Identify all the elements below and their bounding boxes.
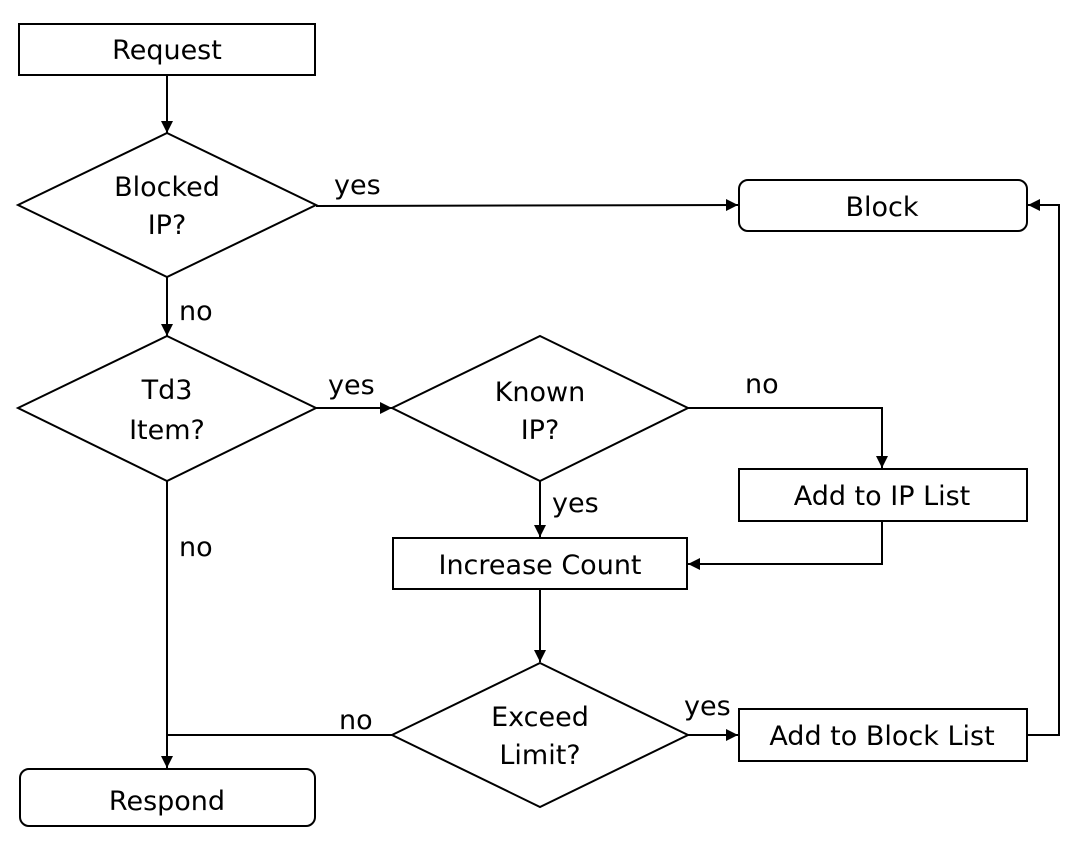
decision-known-ip-line1: Known	[495, 377, 586, 408]
decision-blocked-ip: Blocked IP?	[15, 131, 319, 279]
decision-td3-item-line1: Td3	[141, 375, 193, 406]
node-block-label: Block	[845, 192, 918, 223]
edge-add-ip-list-to-increase-count	[688, 521, 883, 570]
label-blocked-no: no	[179, 296, 213, 327]
label-known-yes: yes	[552, 488, 599, 519]
decision-td3-item: Td3 Item?	[15, 334, 319, 483]
decision-exceed-limit-line2: Limit?	[499, 740, 580, 771]
decision-blocked-ip-line2: IP?	[148, 210, 187, 241]
node-respond: Respond	[19, 768, 316, 827]
label-td3-yes: yes	[328, 370, 375, 401]
node-block: Block	[738, 179, 1028, 232]
node-increase-count: Increase Count	[392, 537, 688, 590]
node-increase-count-label: Increase Count	[438, 550, 641, 581]
label-td3-no: no	[179, 532, 213, 563]
label-known-no: no	[745, 369, 779, 400]
decision-blocked-ip-line1: Blocked	[114, 172, 220, 203]
node-request-label: Request	[112, 35, 222, 66]
decision-exceed-limit-line1: Exceed	[491, 702, 589, 733]
edge-blocked-ip-yes-to-block	[315, 199, 739, 212]
node-add-to-block-list-label: Add to Block List	[769, 721, 994, 752]
label-blocked-yes: yes	[334, 170, 381, 201]
node-respond-label: Respond	[109, 786, 225, 817]
node-add-to-ip-list: Add to IP List	[738, 468, 1028, 522]
decision-known-ip: Known IP?	[389, 334, 691, 483]
node-add-to-ip-list-label: Add to IP List	[794, 481, 971, 512]
node-add-to-block-list: Add to Block List	[738, 708, 1028, 762]
decision-td3-item-line2: Item?	[129, 415, 205, 446]
decision-known-ip-line2: IP?	[521, 415, 560, 446]
edge-add-block-list-to-block	[1028, 199, 1060, 736]
label-exceed-no: no	[339, 705, 373, 736]
decision-exceed-limit: Exceed Limit?	[389, 661, 691, 809]
label-exceed-yes: yes	[684, 691, 731, 722]
edge-known-ip-no-to-add-ip-list	[688, 407, 888, 468]
node-request: Request	[18, 23, 316, 76]
